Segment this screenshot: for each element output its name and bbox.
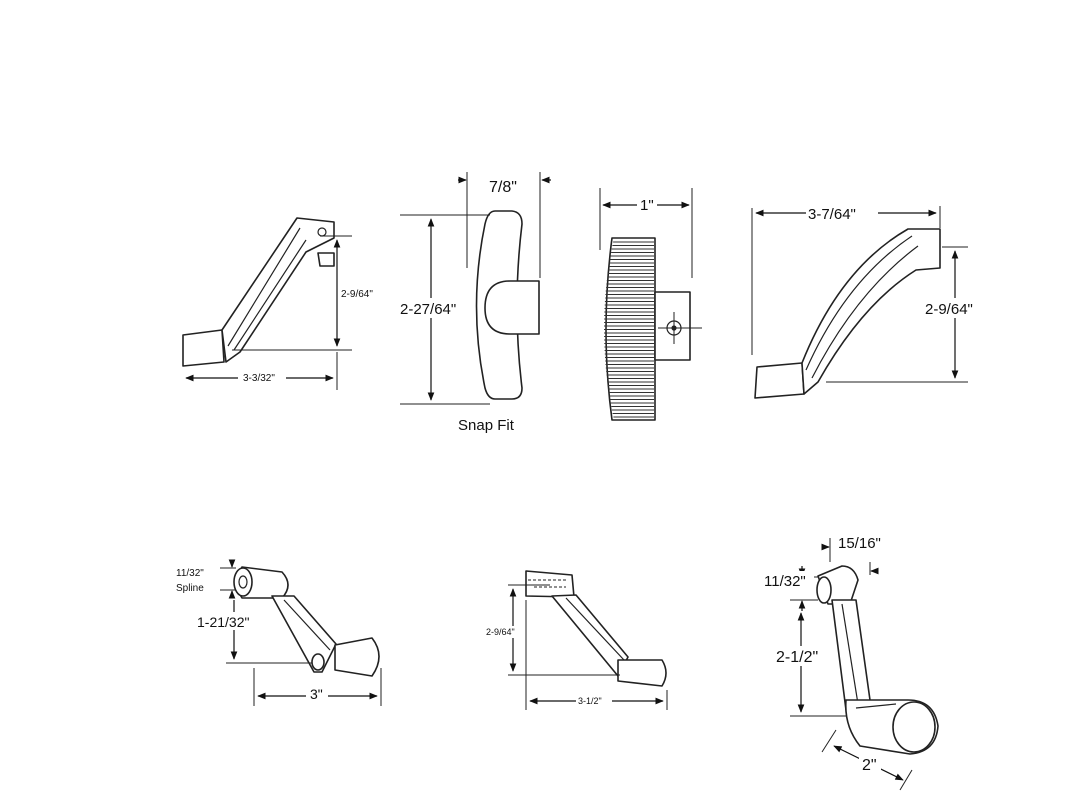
crank-handle-d-height-label: 2-9/64" [486,627,515,637]
crank-handle-b-drawing [754,228,941,399]
crank-handle-c-spline-label: Spline [176,583,204,594]
knurled-knob-drawing [604,237,702,421]
crank-handle-d: 2-9/64" 3-1/2" [485,570,668,710]
snap-fit-caption: Snap Fit [458,417,515,434]
crank-handle-c-height-label: 1-21/32" [197,614,249,630]
crank-handle-a-height-label: 2-9/64" [341,289,373,300]
crank-handle-a-drawing [182,217,335,367]
snap-fit-knob-drawing [475,210,540,400]
crank-handle-e-width-label: 2" [862,757,877,774]
crank-handle-d-drawing [525,570,667,687]
knurl-texture [604,241,654,418]
crank-handle-a: 2-9/64" 3-3/32" [182,217,373,390]
crank-handle-d-width-label: 3-1/2" [578,696,602,706]
snap-fit-knob-side: 7/8" 2-27/64" Snap Fit [398,172,551,434]
knurled-knob-side: 1" [599,188,702,421]
crank-handle-b: 3-7/64" 2-9/64" [751,204,983,399]
crank-handle-e-depth-label: 15/16" [838,535,881,552]
snap-fit-width-label: 7/8" [489,179,517,196]
crank-handle-e-drawing [816,565,939,755]
knurled-knob-width-label: 1" [640,197,654,214]
crank-handle-c-drawing [233,566,380,677]
crank-handle-a-width-label: 3-3/32" [243,373,275,384]
crank-handle-b-width-label: 3-7/64" [808,206,856,223]
crank-handle-e: 15/16" 11/32" 2-1/2" 2" [762,535,939,791]
crank-handle-b-height-label: 2-9/64" [925,301,973,318]
crank-handle-c-spline-size-label: 11/32" [176,568,204,579]
crank-handle-e-height-label: 2-1/2" [776,649,818,666]
crank-handle-c: 11/32" Spline 1-21/32" 3" [176,559,382,706]
snap-fit-height-label: 2-27/64" [400,301,456,318]
crank-handle-e-spline-label: 11/32" [764,573,806,590]
crank-handle-c-width-label: 3" [310,686,323,702]
